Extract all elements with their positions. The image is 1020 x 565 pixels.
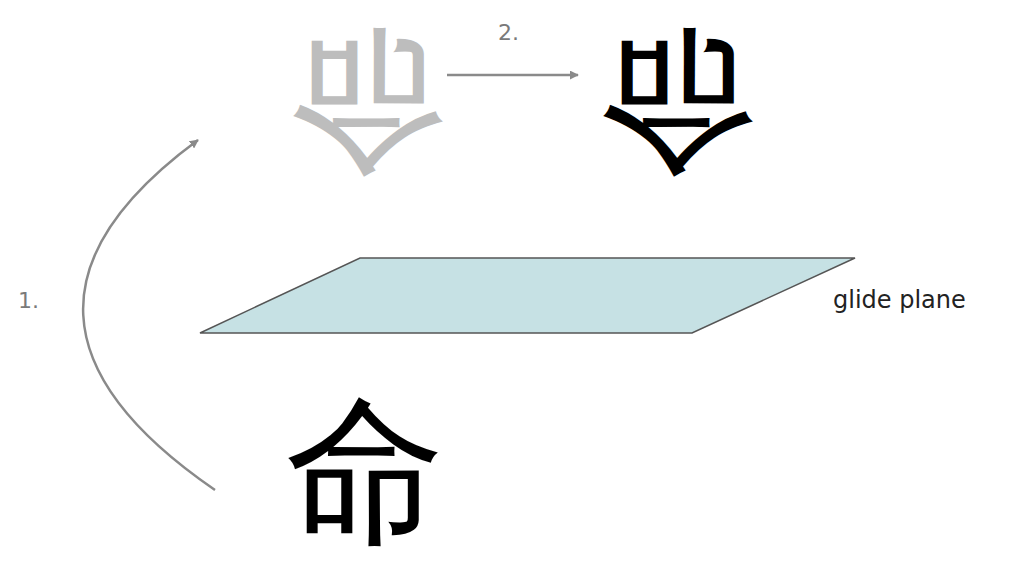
glide-plane-shape <box>200 258 855 333</box>
translation-arrow <box>447 74 578 77</box>
reflection-arrow <box>83 140 215 490</box>
step-number: 2. <box>498 22 519 44</box>
reflected-glyph: 命 <box>290 22 450 182</box>
glided-glyph: 命 <box>600 22 760 182</box>
step-number: 1. <box>18 290 39 312</box>
plane-label: glide plane <box>833 288 966 312</box>
original-glyph: 命 <box>285 392 445 552</box>
